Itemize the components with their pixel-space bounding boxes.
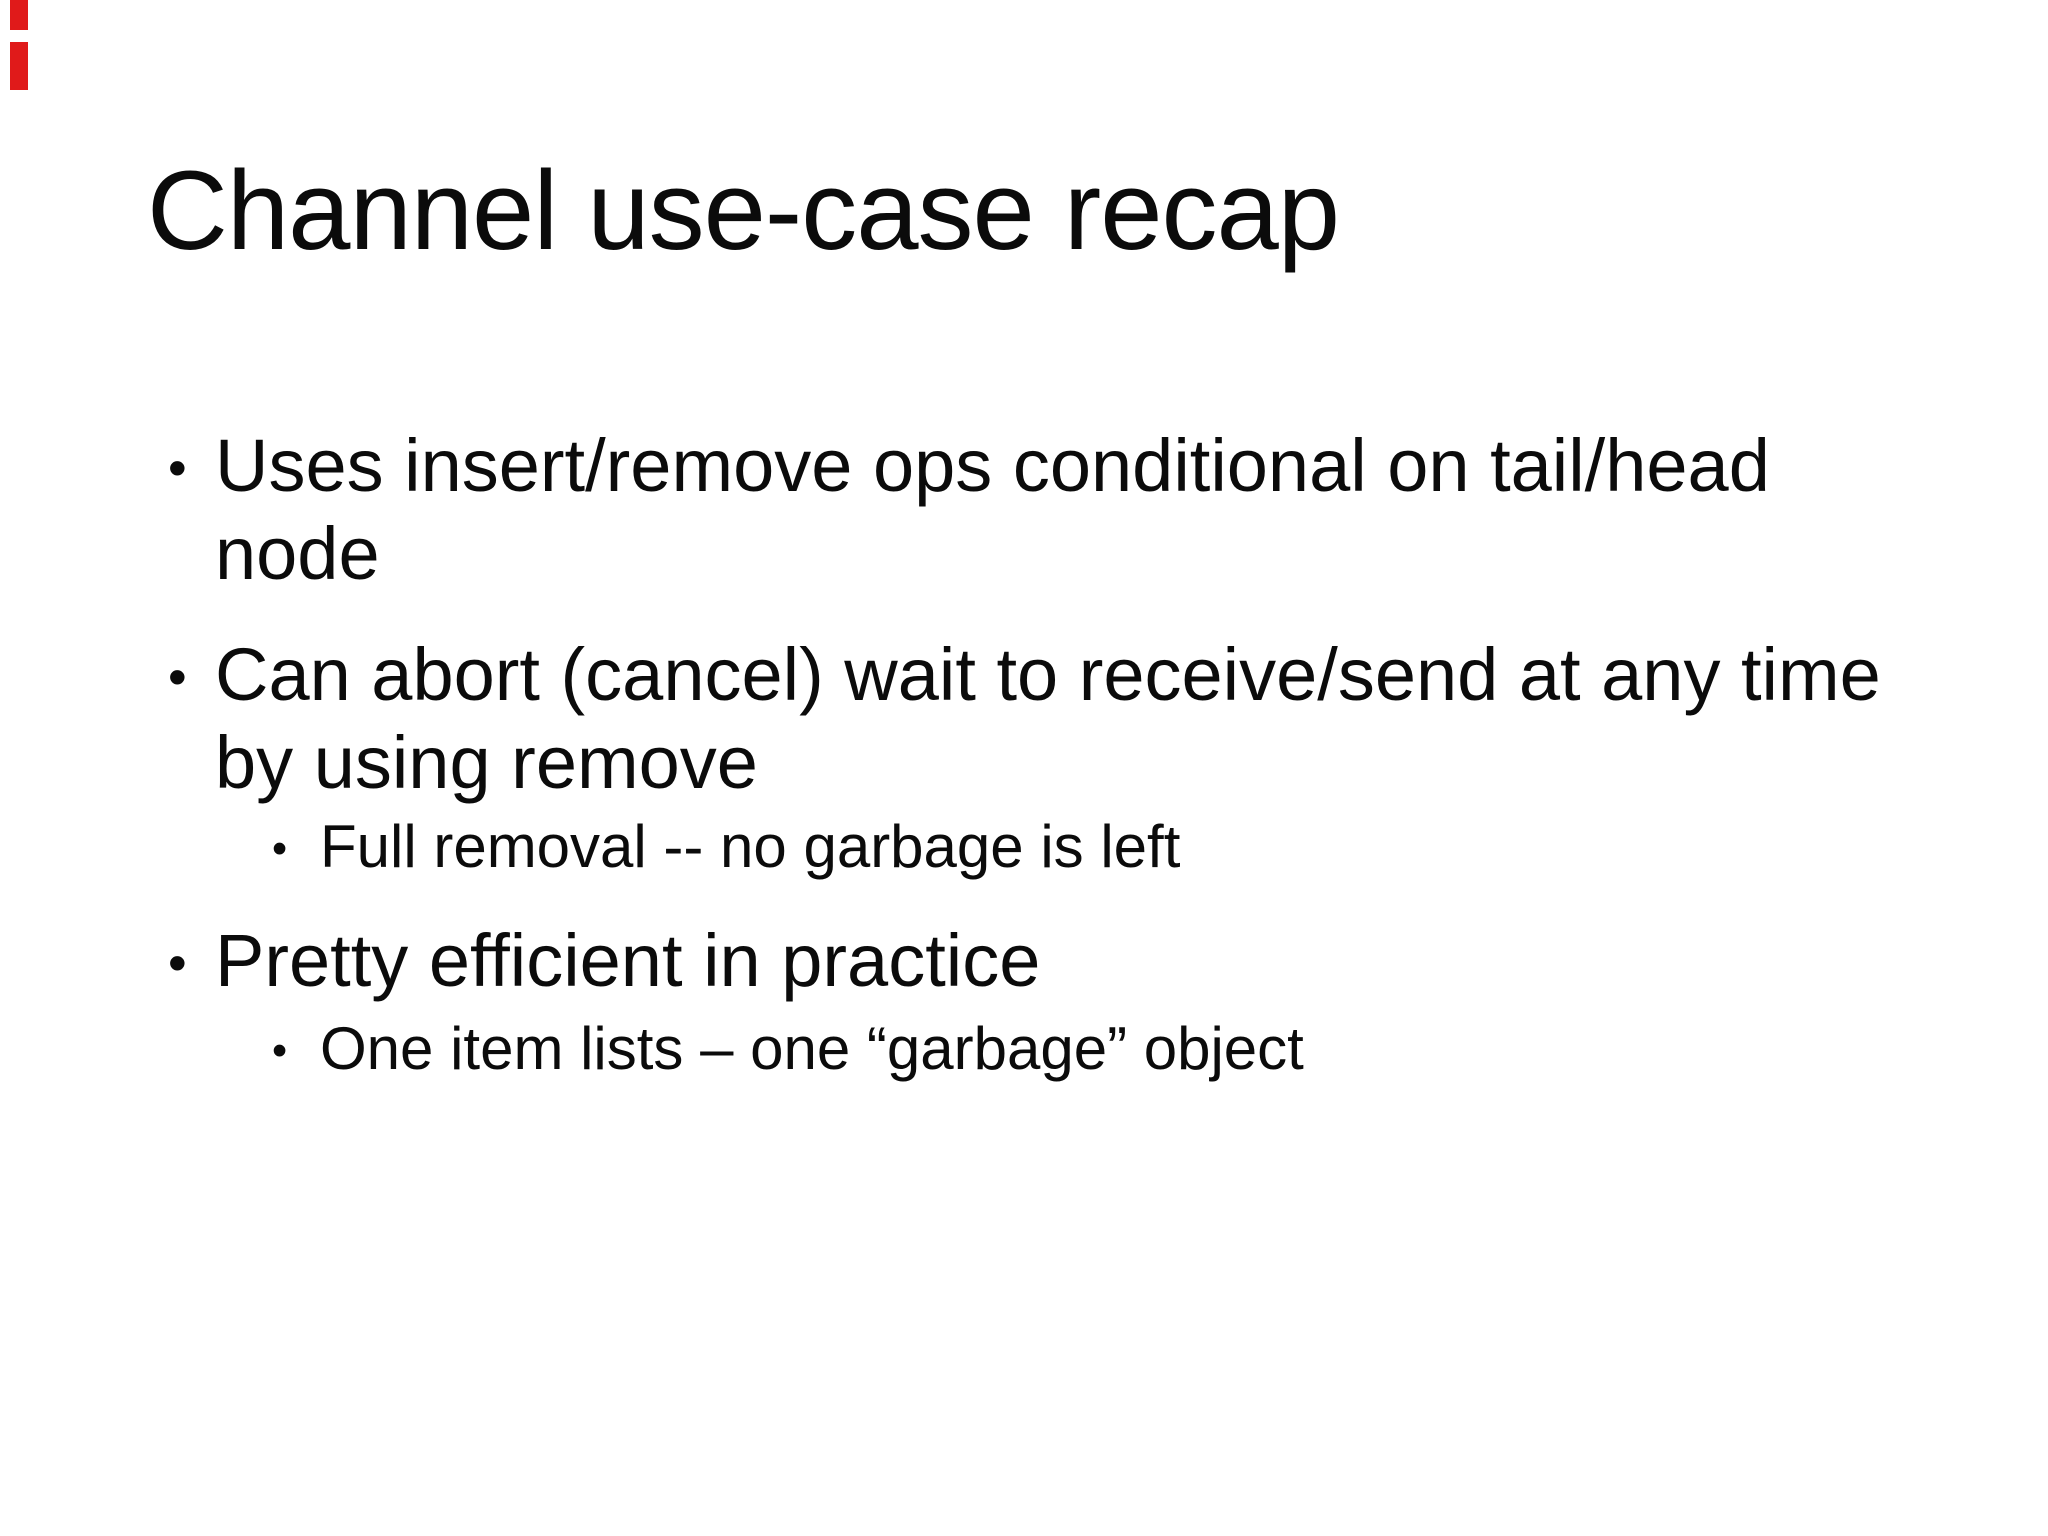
bullet-text: node [215,512,380,595]
sub-bullet-item: • One item lists – one “garbage” object [272,1014,1304,1083]
bullet-item: • Pretty efficient in practice [168,918,1040,1003]
red-edge-artifact-mark [10,42,28,90]
bullet-text: Uses insert/remove ops conditional on ta… [215,424,1770,507]
bullet-dot-icon: • [168,648,187,708]
bullet-text: Pretty efficient in practice [215,919,1041,1002]
bullet-text: Can abort (cancel) wait to receive/send … [215,633,1881,716]
bullet-text: Full removal -- no garbage is left [320,813,1181,880]
bullet-text: by using remove [215,721,758,804]
bullet-item-continuation: by using remove [168,720,758,805]
bullet-item: • Can abort (cancel) wait to receive/send… [168,632,1881,717]
bullet-item: • Uses insert/remove ops conditional on t… [168,423,1770,508]
bullet-dot-icon: • [272,825,288,874]
bullet-item-continuation: node [168,511,380,596]
sub-bullet-item: • Full removal -- no garbage is left [272,812,1180,881]
bullet-dot-icon: • [272,1027,288,1076]
bullet-text: One item lists – one “garbage” object [320,1015,1304,1082]
bullet-dot-icon: • [168,934,187,994]
slide-title: Channel use-case recap [147,148,1340,273]
bullet-dot-icon: • [168,439,187,499]
red-edge-artifact-mark [10,0,28,30]
